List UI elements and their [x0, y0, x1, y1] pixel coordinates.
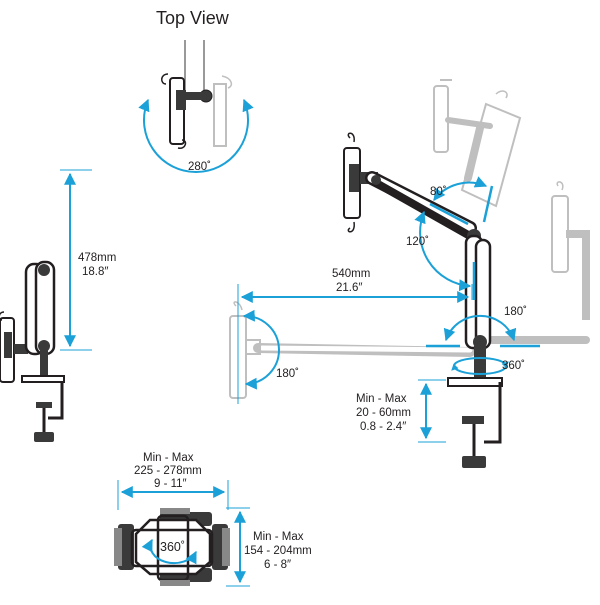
- holder-height-title-label: Min - Max: [253, 531, 304, 543]
- rotation-arcs: [242, 176, 517, 390]
- base-rotation-label: 360˚: [502, 360, 526, 372]
- diagram-title: Top View: [156, 8, 229, 28]
- height-mm-label: 478mm: [78, 252, 117, 264]
- clamp-in-label: 0.8 - 2.4″: [360, 421, 407, 433]
- holder-height-mm-label: 154 - 204mm: [244, 545, 312, 557]
- clamp-title-label: Min - Max: [356, 393, 407, 405]
- tilt-120-label: 120˚: [406, 236, 430, 248]
- height-in-label: 18.8″: [82, 266, 109, 278]
- holder-width-in-label: 9 - 11″: [154, 478, 187, 490]
- tablet-rotation-label: 180˚: [276, 368, 300, 380]
- holder-rotation-label: 360˚: [160, 540, 186, 554]
- top-view-figure: [138, 40, 254, 173]
- clamp-mm-label: 20 - 60mm: [356, 407, 411, 419]
- holder-height-in-label: 6 - 8″: [264, 559, 292, 571]
- holder-figure: [114, 508, 230, 586]
- height-dimension: [60, 169, 92, 351]
- reach-dimension: [237, 284, 473, 404]
- swivel-arc: [138, 98, 254, 173]
- reach-mm-label: 540mm: [332, 268, 371, 280]
- holder-width-title-label: Min - Max: [143, 452, 194, 464]
- holder-width-dimension: [117, 480, 229, 510]
- holder-width-mm-label: 225 - 278mm: [134, 465, 202, 477]
- tilt-80-label: 80˚: [430, 186, 447, 198]
- ghost-positions: [229, 79, 590, 399]
- side-view-figure: [0, 260, 65, 442]
- swivel-angle-label: 280˚: [188, 161, 212, 173]
- clamp-dimension: [418, 379, 446, 443]
- reach-in-label: 21.6″: [336, 282, 363, 294]
- elbow-rotation-label: 180˚: [504, 306, 528, 318]
- holder-height-dimension: [226, 507, 250, 587]
